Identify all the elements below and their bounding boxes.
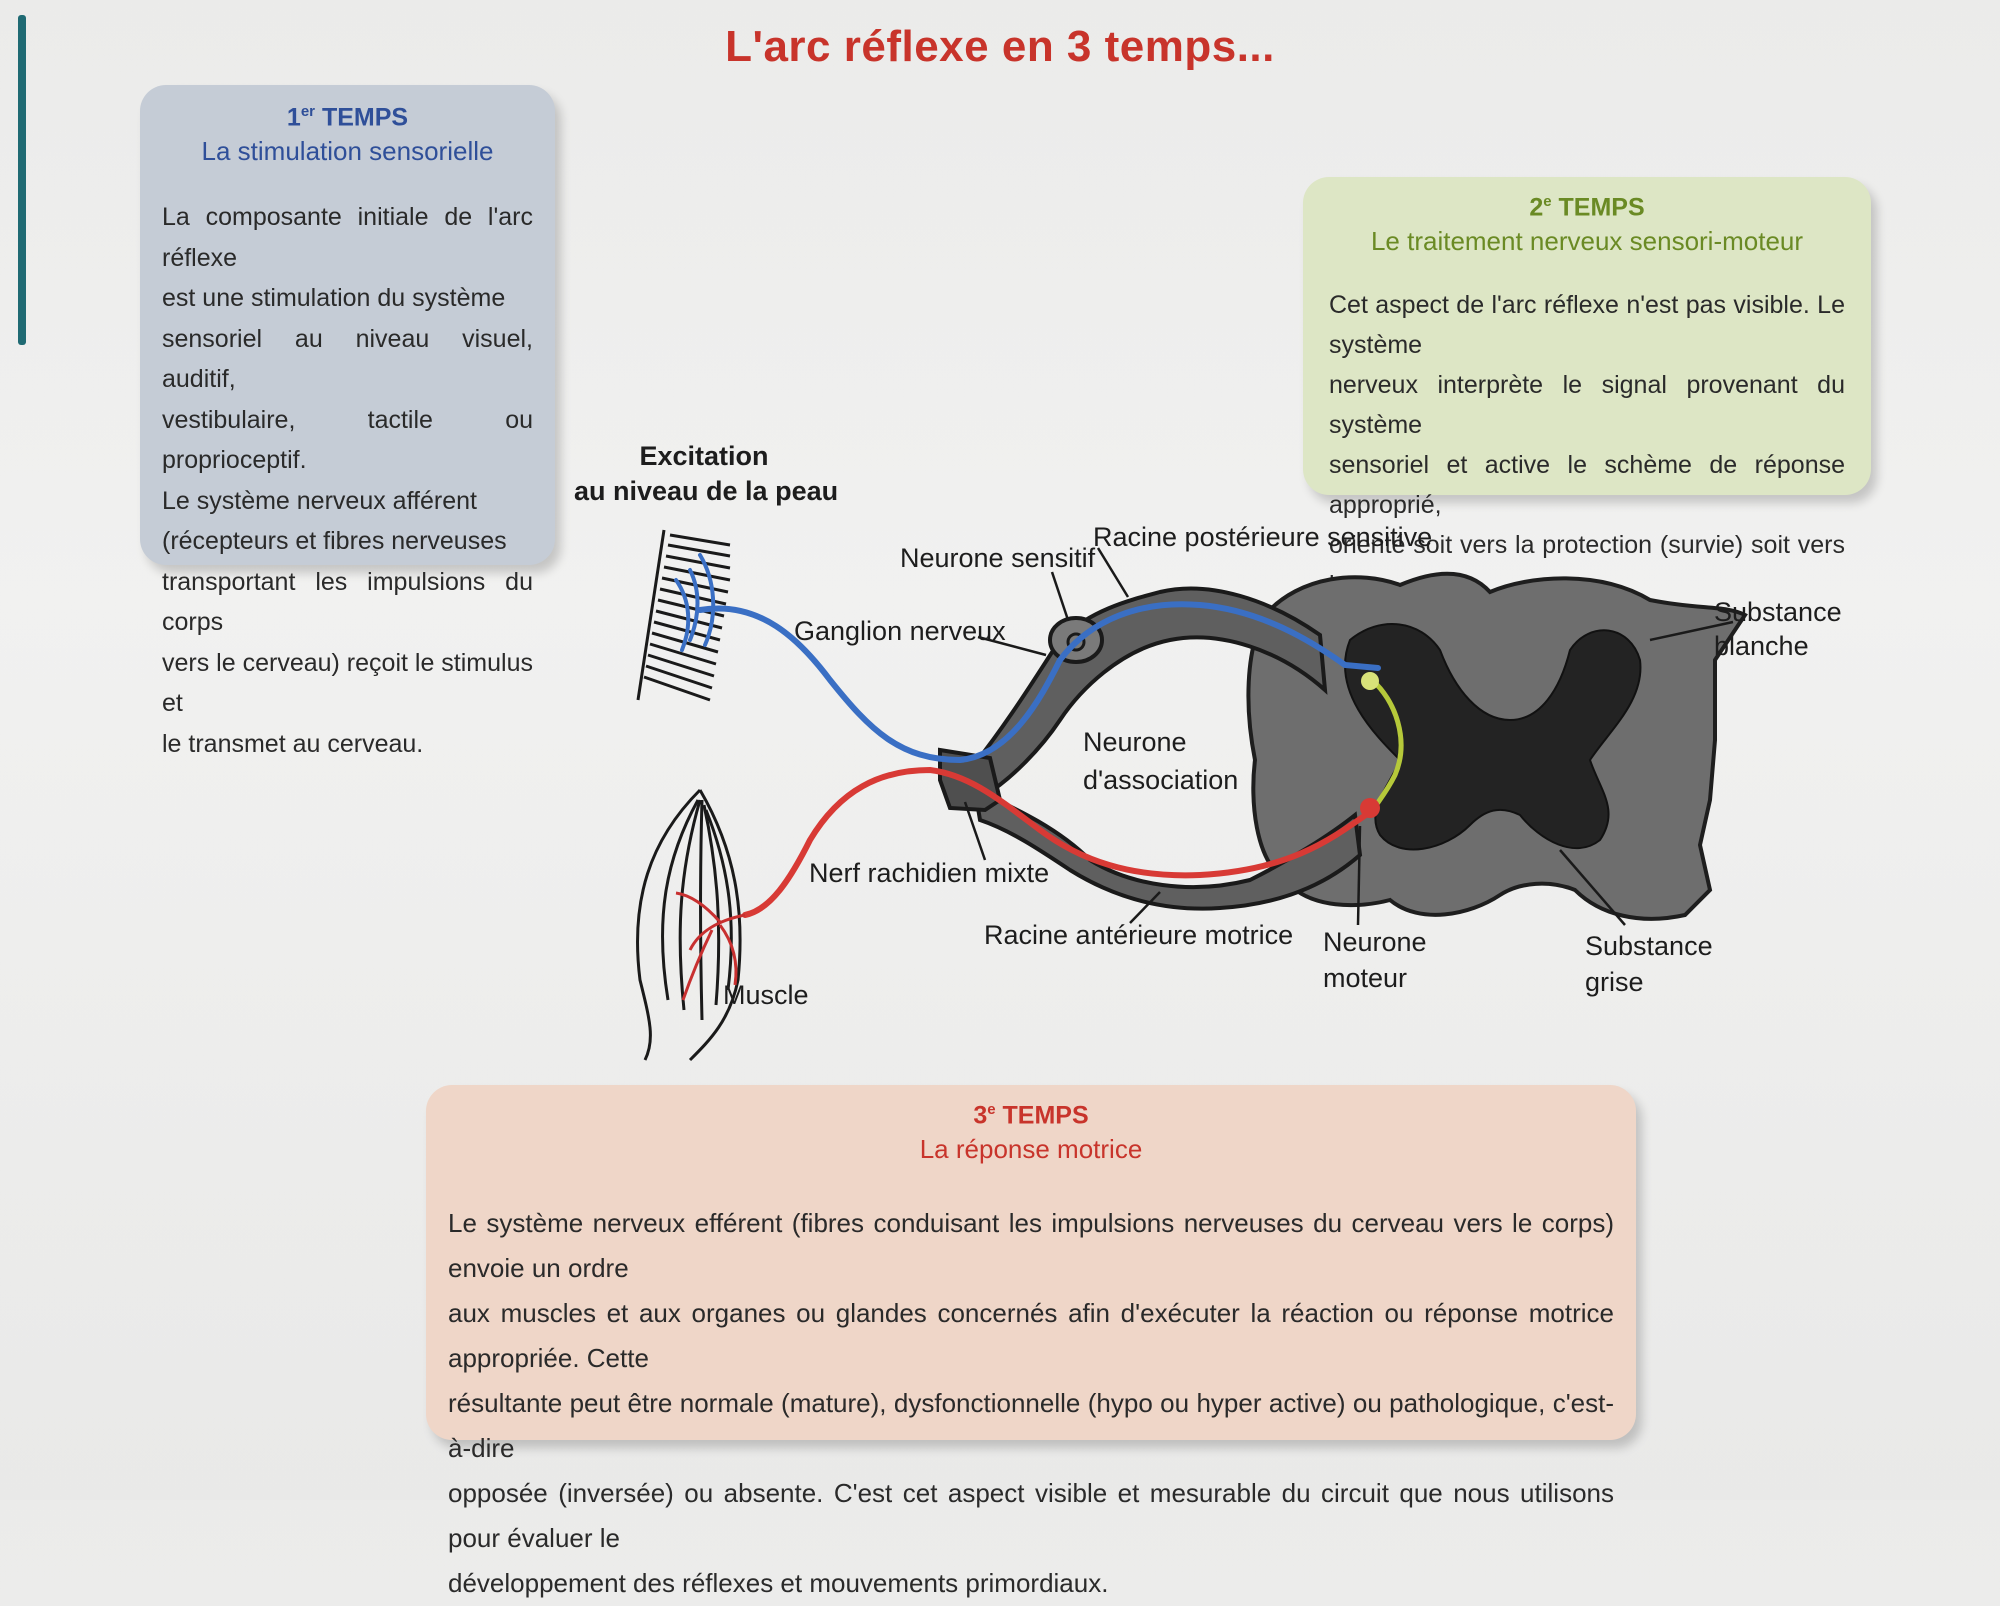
label-substance-blanche-line2: blanche [1714,631,1809,661]
sensory-neuron-body [1066,632,1086,652]
temps2-subtitle: Le traitement nerveux sensori-moteur [1370,226,1804,257]
label-excitation-line1: Excitation [639,441,769,471]
label-excitation-line2: au niveau de la peau [574,476,839,506]
temps1-num: 1 [286,103,301,132]
edge-stripe [18,15,26,345]
temps1-line: (récepteurs et fibres nerveuses [162,527,507,556]
page-title: L'arc réflexe en 3 temps... [725,22,1275,71]
muscle [636,788,742,1062]
temps2-box: 2e TEMPS Le traitement nerveux sensori-m… [1303,177,1871,639]
label-ganglion: Ganglion nerveux [794,616,1006,646]
temps1-line: vestibulaire, tactile ou proprioceptif. [162,405,533,475]
temps3-line: développement des réflexes et mouvements… [448,1568,1109,1599]
temps3-box: 3e TEMPS La réponse motrice Le système n… [426,1085,1636,1598]
label-racine-posterieure: Racine postérieure sensitive [1093,522,1433,552]
label-nerf-rachidien: Nerf rachidien mixte [809,858,1050,888]
temps3-word: TEMPS [1002,1101,1089,1130]
temps2-line: Cet aspect de l'arc réflexe n'est pas vi… [1329,291,1845,360]
temps3-heading: 3e TEMPS [448,1101,1614,1130]
label-neurone-sensitif: Neurone sensitif [900,543,1096,573]
label-racine-anterieure: Racine antérieure motrice [984,920,1294,950]
temps3-subtitle: La réponse motrice [919,1134,1143,1165]
temps1-line: vers le cerveau) reçoit le stimulus et [162,648,533,718]
temps1-line: le transmet au cerveau. [162,729,424,758]
temps1-line: est une stimulation du système [162,284,506,313]
temps3-sup: e [987,1101,996,1118]
temps1-line: Le système nerveux afférent [162,486,477,515]
temps1-heading: 1er TEMPS [162,103,533,132]
temps1-line: sensoriel au niveau visuel, auditif, [162,324,533,394]
sensory-fiber [674,553,1381,764]
temps1-line: La composante initiale de l'arc réflexe [162,203,533,272]
label-muscle: Muscle [723,980,809,1010]
muscle-motor-endings [675,891,746,1001]
temps1-line: transportant les impulsions du corps [162,567,533,637]
label-neurone-moteur-line1: Neurone [1323,927,1427,957]
temps2-line: nerveux interprète le signal provenant d… [1329,371,1845,440]
temps3-num: 3 [973,1101,988,1130]
temps2-line: orienté soit vers la protection (survie)… [1329,531,1845,599]
label-neurone-moteur-line2: moteur [1323,963,1408,993]
temps1-word: TEMPS [321,103,409,132]
temps3-line: aux muscles et aux organes ou glandes co… [448,1298,1614,1374]
temps3-line: résultante peut être normale (mature), d… [448,1388,1614,1464]
reflex-arc-diagram [636,529,1748,1062]
temps1-box: 1er TEMPS La stimulation sensorielle La … [140,85,555,758]
temps2-line: sensoriel et active le schème de réponse… [1329,451,1845,520]
label-neurone-association: Neurone d'association [1083,723,1238,799]
motor-fiber [742,766,1373,918]
leader-lines [963,547,1734,926]
label-substance-grise: Substance grise [1585,928,1713,1000]
label-neurone-association-line1: Neurone [1083,727,1187,757]
label-substance-grise-line2: grise [1585,967,1644,997]
temps3-line: Le système nerveux efférent (fibres cond… [448,1208,1614,1284]
label-neurone-association-line2: d'association [1083,765,1239,795]
label-substance-blanche: Substance blanche [1714,595,1842,663]
temps2-num: 2 [1529,193,1544,222]
association-node [1361,672,1379,690]
motor-neuron-body [1360,798,1380,818]
temps1-sup: er [300,103,315,120]
label-excitation: Excitation au niveau de la peau [574,441,839,507]
temps2-heading: 2e TEMPS [1329,193,1845,222]
label-substance-blanche-line1: Substance [1714,597,1842,627]
temps1-subtitle: La stimulation sensorielle [201,136,494,167]
skin [636,529,731,702]
temps2-sup: e [1543,193,1552,210]
temps2-word: TEMPS [1558,193,1645,222]
label-neurone-moteur: Neurone moteur [1323,924,1427,996]
label-substance-grise-line1: Substance [1585,931,1713,961]
temps1-body: La composante initiale de l'arc réflexe … [162,197,533,764]
